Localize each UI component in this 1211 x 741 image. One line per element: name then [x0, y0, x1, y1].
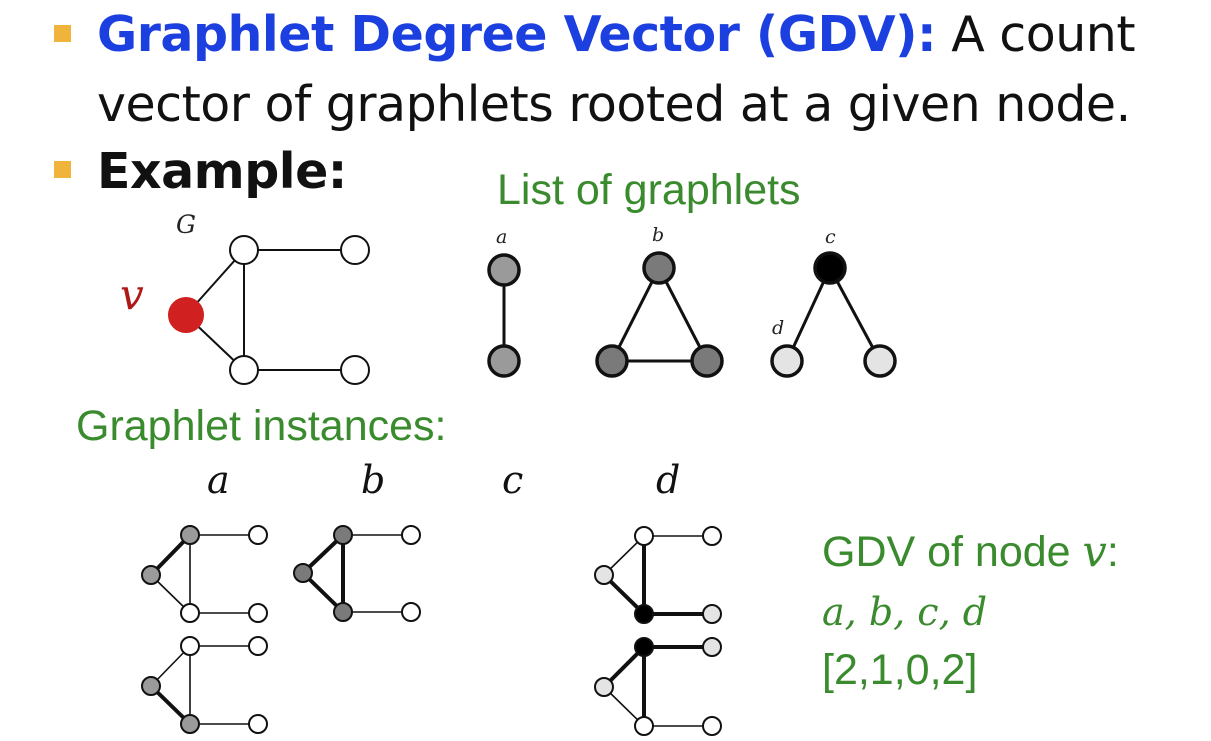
node: [594, 565, 614, 585]
node: [180, 714, 200, 734]
instance-d-2: [602, 645, 712, 727]
main-graph: [185, 249, 355, 371]
definition-line-1: Graphlet Degree Vector (GDV): A count: [97, 6, 1136, 63]
graphlet-label-d: d: [772, 317, 785, 339]
graphlet-label-c: c: [825, 226, 836, 248]
node: [141, 676, 161, 696]
node: [770, 344, 804, 378]
graphlet-instances-title: Graphlet instances:: [76, 402, 447, 450]
definition-text-1: A count: [936, 6, 1136, 63]
node: [340, 355, 370, 385]
graph-label-g: G: [176, 210, 196, 239]
edge: [785, 267, 832, 362]
instance-label-a: a: [207, 458, 230, 502]
node: [180, 525, 200, 545]
node: [487, 344, 521, 378]
node: [293, 563, 313, 583]
node: [333, 602, 353, 622]
node: [594, 677, 614, 697]
node: [634, 716, 654, 736]
gdv-title-var: v: [1082, 527, 1107, 577]
gdv-title-suffix: :: [1106, 528, 1119, 576]
bullet-square-icon: [54, 161, 71, 178]
node: [634, 526, 654, 546]
graphlet-c: [785, 267, 882, 362]
node: [702, 604, 722, 624]
definition-separator: :: [917, 6, 937, 63]
gdv-vector: [2,1,0,2]: [822, 646, 978, 694]
node: [863, 344, 897, 378]
node: [248, 636, 268, 656]
node: [813, 251, 847, 285]
gdv-variables: a, b, c, d: [822, 590, 988, 634]
instance-a-1: [149, 533, 258, 614]
instance-a-2: [149, 645, 258, 726]
instance-d-1: [602, 535, 712, 616]
node: [595, 344, 629, 378]
instance-label-c: c: [502, 458, 524, 502]
node: [229, 355, 259, 385]
gdv-title: GDV of node v:: [822, 527, 1119, 577]
node: [401, 525, 421, 545]
node: [702, 716, 722, 736]
node: [229, 235, 259, 265]
node: [340, 235, 370, 265]
instance-b-1: [301, 533, 411, 614]
node: [690, 344, 724, 378]
node: [487, 253, 521, 287]
node: [702, 526, 722, 546]
instance-label-b: b: [361, 458, 386, 502]
node: [634, 604, 654, 624]
node: [180, 636, 200, 656]
definition-term: Graphlet Degree Vector (GDV): [97, 6, 918, 63]
edge: [610, 267, 661, 362]
example-label: Example:: [97, 143, 347, 200]
gdv-title-prefix: GDV of node: [822, 528, 1083, 576]
definition-line-2: vector of graphlets rooted at a given no…: [97, 76, 1131, 133]
edge: [828, 267, 882, 362]
node: [248, 603, 268, 623]
node-v: [168, 297, 204, 333]
graphlet-label-a: a: [496, 226, 508, 248]
node: [702, 637, 722, 657]
node: [248, 525, 268, 545]
bullet-square-icon: [54, 25, 71, 42]
graphlet-label-b: b: [652, 224, 665, 246]
node: [642, 251, 676, 285]
edge: [657, 267, 709, 362]
graphlet-list-title: List of graphlets: [497, 166, 801, 214]
node: [180, 603, 200, 623]
instance-label-d: d: [656, 458, 681, 502]
node: [333, 525, 353, 545]
node: [248, 714, 268, 734]
node: [401, 602, 421, 622]
node: [634, 637, 654, 657]
node-label-v: v: [120, 270, 144, 319]
node: [141, 565, 161, 585]
